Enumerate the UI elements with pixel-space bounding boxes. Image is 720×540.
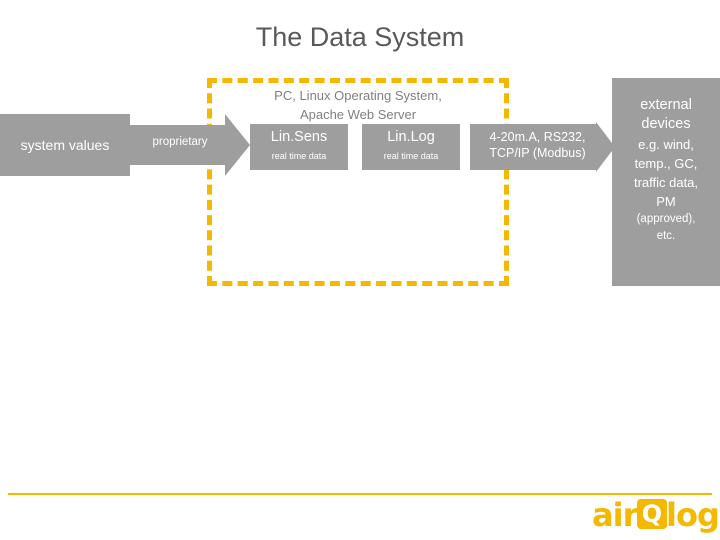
logo-text-log: log — [666, 496, 720, 534]
interface-arrow-head-icon — [596, 122, 615, 172]
system-values-label: system values — [20, 137, 110, 153]
node-linsens: Lin.Sens real time data — [250, 124, 348, 170]
proprietary-arrow-body — [130, 125, 225, 165]
proprietary-arrow-head-icon — [225, 114, 250, 176]
pc-boundary-dashed-box — [207, 78, 509, 286]
external-list-line-4: PM — [656, 194, 676, 209]
interface-arrow-body — [470, 124, 596, 170]
external-list-line-3: traffic data, — [633, 175, 699, 190]
logo-text-air: air — [592, 496, 638, 534]
pc-caption-line-1: PC, Linux Operating System, — [274, 88, 442, 103]
external-note-line-1: (approved), — [636, 213, 696, 225]
proprietary-arrow — [130, 114, 250, 176]
pc-caption-line-2: Apache Web Server — [299, 107, 417, 122]
proprietary-arrow-label: proprietary — [152, 136, 208, 148]
interface-arrow-label: 4-20m.A, RS232, TCP/IP (Modbus) — [470, 129, 605, 161]
external-note-line-2: etc. — [656, 230, 676, 242]
pc-caption: PC, Linux Operating System, Apache Web S… — [227, 86, 489, 124]
footer-divider — [8, 493, 712, 495]
external-list-line-1: e.g. wind, — [638, 137, 694, 152]
system-values-box: system values — [0, 114, 130, 176]
node-linlog: Lin.Log real time data — [362, 124, 460, 170]
external-list-line-2: temp., GC, — [634, 156, 698, 171]
node-linlog-title: Lin.Log — [387, 129, 435, 145]
external-title-line-1: external — [640, 97, 692, 113]
external-title-line-2: devices — [641, 116, 691, 132]
external-devices-note: (approved), etc. — [612, 211, 720, 245]
external-devices-title: external devices — [612, 96, 720, 134]
page-title: The Data System — [255, 22, 465, 52]
interface-label-line-2: TCP/IP (Modbus) — [489, 146, 586, 160]
external-devices-box: external devices e.g. wind, temp., GC, t… — [612, 78, 720, 286]
interface-arrow — [470, 122, 615, 172]
node-linsens-title: Lin.Sens — [270, 129, 328, 145]
node-linsens-subtitle: real time data — [271, 151, 327, 161]
interface-label-line-1: 4-20m.A, RS232, — [489, 130, 586, 144]
external-devices-list: e.g. wind, temp., GC, traffic data, PM — [612, 135, 720, 211]
logo-q-badge: Q — [637, 499, 667, 529]
airqlog-logo: air log Q — [592, 496, 720, 536]
node-linlog-subtitle: real time data — [383, 151, 439, 161]
